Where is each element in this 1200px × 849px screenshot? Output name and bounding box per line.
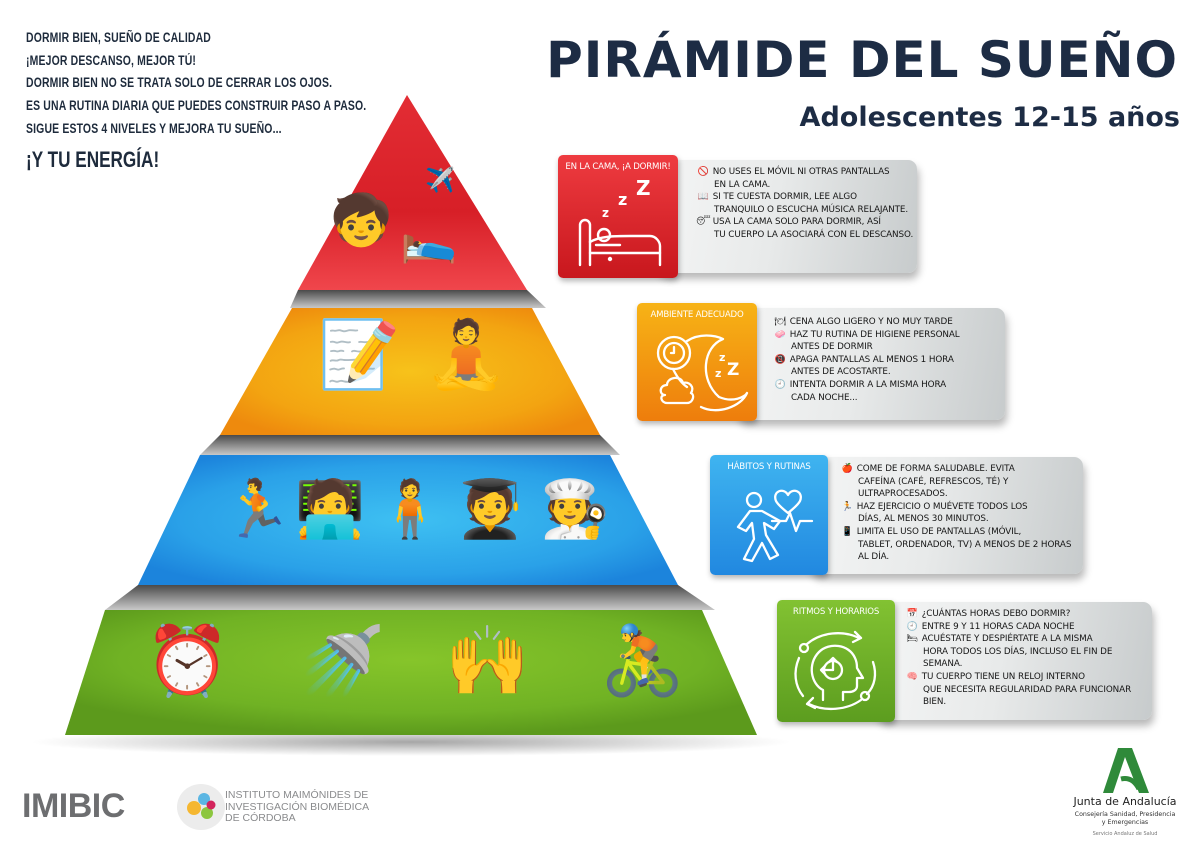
teen-dreaming-icon: 🧒	[330, 191, 393, 249]
intro-line: ¡MEJOR DESCANSO, MEJOR TÚ!	[26, 52, 197, 68]
pyramid-level-base	[65, 610, 757, 735]
intro-line: DORMIR BIEN, SUEÑO DE CALIDAD	[26, 30, 211, 45]
list-item: 🕘 Intenta dormir a la misma horacada noc…	[774, 379, 947, 403]
list-item: 📅 ¿Cuántas horas debo dormir?	[906, 609, 1071, 619]
card-info-panel: 🚫 No uses el móvil ni otras pantallasen …	[658, 160, 917, 273]
imibic-description: INSTITUTO MAIMÓNIDES DE INVESTIGACIÓN BI…	[225, 789, 370, 824]
junta-andalucia-logo: Junta de Andalucía Consejería Sanidad, P…	[1055, 745, 1195, 837]
list-item: 😴 Usa la cama solo para dormir, asítu cu…	[696, 217, 914, 240]
pyramid-level-third	[138, 455, 678, 585]
svg-text:z: z	[715, 367, 721, 380]
junta-service: Servicio Andaluz de Salud	[1092, 831, 1158, 837]
intro-line: DORMIR BIEN NO SE TRATA SOLO DE CERRAR L…	[26, 75, 333, 91]
pyramid-step-shadow	[290, 290, 546, 308]
teen-with-tablet-icon: 🧑‍💻	[295, 477, 365, 542]
card-tile-blue: HÁBITOS Y RUTINAS	[710, 455, 828, 575]
card-tile-label: RITMOS Y HORARIOS	[792, 607, 880, 617]
mobile-phone-icon: 📱	[841, 526, 853, 537]
list-item: 📖 Si te cuesta dormir, lee algotranquilo…	[697, 192, 909, 215]
brain-icon: 🧠	[906, 671, 918, 682]
no-phone-icon: 📵	[774, 354, 786, 365]
pyramid-step-shadow	[105, 585, 715, 610]
card-tile-red: EN LA CAMA, ¡A DORMIR! z z Z	[558, 155, 678, 278]
card-info-panel: 📅 ¿Cuántas horas debo dormir? 🕘 Entre 9 …	[877, 602, 1152, 720]
runner-icon: 🏃	[841, 501, 853, 512]
teen-journaling-icon: 📝	[318, 316, 401, 393]
bed-icon: 🛏	[906, 634, 918, 645]
list-item: 🕘 Entre 9 y 11 horas cada noche	[906, 621, 1075, 632]
page-subtitle: Adolescentes 12-15 años	[799, 102, 1180, 133]
list-item: 🍎 Come de forma saludable. Evitacafeína …	[841, 464, 1015, 500]
no-entry-icon: 🚫	[697, 167, 709, 177]
card-info-panel: 🍎 Come de forma saludable. Evitacafeína …	[810, 457, 1083, 574]
teen-running-icon: 🏃	[222, 477, 292, 542]
svg-text:z: z	[602, 206, 609, 220]
card-info-panel: 🍽 Cena algo ligero y no muy tarde 🧼 Haz …	[737, 308, 1005, 420]
svg-text:Z: Z	[727, 360, 739, 380]
svg-text:z: z	[618, 190, 627, 209]
bed-sleep-icon: z z Z	[578, 176, 662, 267]
junta-a-icon	[1103, 748, 1149, 793]
intro-text: DORMIR BIEN, SUEÑO DE CALIDAD ¡MEJOR DES…	[26, 27, 367, 175]
list-item: 🧠 Tu cuerpo tiene un reloj internoque ne…	[906, 671, 1132, 708]
svg-text:Z: Z	[636, 176, 651, 200]
intro-line: SIGUE ESTOS 4 NIVELES Y MEJORA TU SUEÑO.…	[26, 120, 282, 136]
teen-flying-dream-icon: ✈️	[425, 166, 455, 194]
teen-waking-alarm-icon: ⏰	[145, 622, 230, 701]
list-item: 🛏 Acuéstate y despiértate a la mismahora…	[906, 634, 1113, 670]
plate-cutlery-icon: 🍽	[774, 317, 786, 327]
teen-studying-icon: 🧑‍🎓	[455, 477, 525, 542]
page-title: PIRÁMIDE DEL SUEÑO	[546, 31, 1178, 89]
pyramid-level-top	[298, 95, 527, 290]
pyramid-level-second	[220, 308, 600, 435]
svg-text:z: z	[719, 351, 725, 364]
teen-showering-icon: 🚿	[300, 622, 385, 701]
head-clock-cycle-icon	[794, 630, 877, 711]
moon-clock-cloud-icon: z z Z	[656, 334, 749, 412]
sleep-pyramid	[31, 95, 791, 756]
card-tile-label: AMBIENTE ADECUADO	[650, 310, 744, 320]
soap-icon: 🧼	[774, 329, 786, 340]
apple-icon: 🍎	[841, 464, 853, 474]
teen-eating-icon: 🧑‍🍳	[540, 477, 610, 542]
imibic-symbol-icon	[177, 784, 225, 830]
list-item: 📵 Apaga pantallas al menos 1 horaantes d…	[774, 354, 954, 378]
list-item: 🚫 No uses el móvil ni otras pantallasen …	[697, 167, 890, 190]
intro-highlight: ¡Y TU ENERGÍA!	[26, 146, 160, 172]
intro-line: ES UNA RUTINA DIARIA QUE PUEDES CONSTRUI…	[26, 98, 367, 114]
list-item: 🏃 Haz ejercicio o muévete todos losdías,…	[841, 501, 1028, 525]
sleepy-face-icon: 😴	[696, 217, 711, 228]
list-item: 🧼 Haz tu rutina de higiene personalantes…	[774, 329, 960, 353]
card-tile-orange: AMBIENTE ADECUADO z z Z	[637, 303, 757, 421]
card-tile-label: EN LA CAMA, ¡A DORMIR!	[565, 162, 671, 172]
list-item: 🍽 Cena algo ligero y no muy tarde	[774, 317, 953, 327]
clock-icon: 🕘	[906, 621, 918, 632]
card-tile-label: HÁBITOS Y RUTINAS	[727, 462, 811, 472]
junta-department: Consejería Sanidad, Presidencia y Emerge…	[1074, 811, 1176, 826]
teen-cycling-icon: 🚴	[600, 622, 685, 701]
teen-with-phone-icon: 🧍	[375, 477, 445, 542]
teen-happy-hearts-icon: 🙌	[445, 622, 530, 701]
teen-meditating-pajamas-icon: 🧘	[425, 316, 508, 393]
list-item: 📱 Limita el uso de pantallas (móvil,tabl…	[841, 526, 1072, 563]
teen-reading-in-bed-icon: 🛌	[400, 211, 458, 265]
card-tile-green: RITMOS Y HORARIOS	[777, 600, 895, 722]
pyramid-step-shadow	[200, 435, 620, 455]
clock-icon: 🕘	[774, 379, 786, 390]
calendar-icon: 📅	[906, 609, 918, 619]
book-icon: 📖	[697, 192, 709, 203]
junta-name: Junta de Andalucía	[1073, 795, 1177, 808]
walking-heart-pulse-icon	[736, 489, 814, 563]
imibic-wordmark: IMIBIC	[22, 787, 125, 825]
